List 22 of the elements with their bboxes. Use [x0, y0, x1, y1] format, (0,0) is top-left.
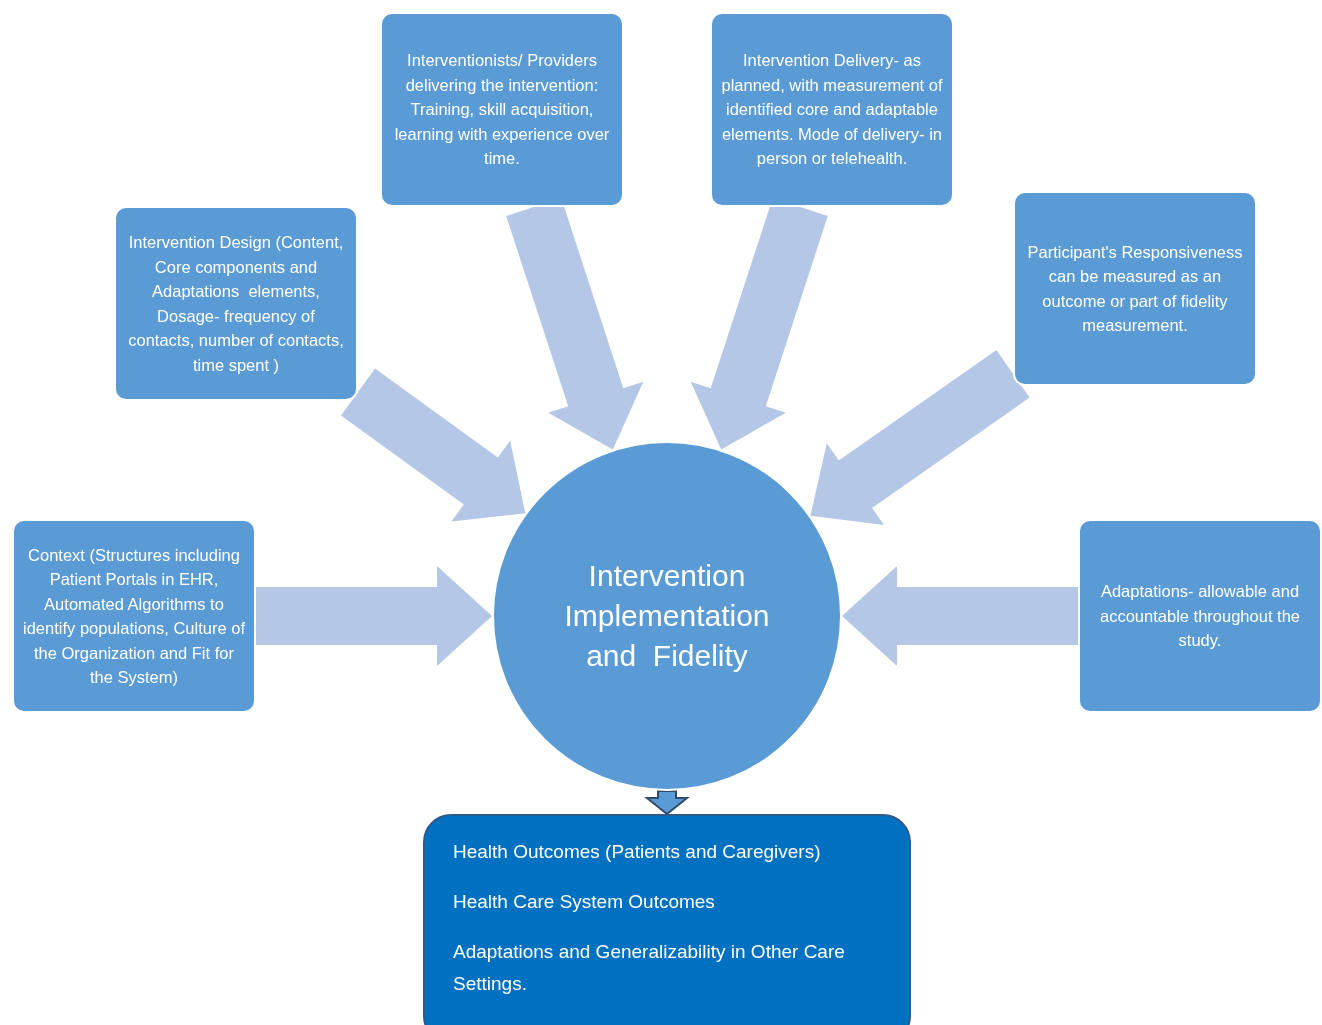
block-arrow [256, 566, 492, 666]
box-text: Participant's Responsiveness can be measured as an outcome or part of fidelity measurement. [1026, 241, 1244, 336]
outcome-text: Health Care System Outcomes [453, 890, 716, 914]
block-arrow [842, 566, 1078, 666]
process-box [380, 12, 624, 207]
block-arrow [644, 790, 690, 816]
process-box [710, 12, 954, 207]
circle-text: Intervention Implementation and Fidelity [563, 558, 771, 674]
box-text: Context (Structures including Patient Portals in EHR, Automated Algorithms to identify populations, Culture of the Organization and Fit for the System) [22, 544, 246, 688]
process-box [12, 519, 256, 713]
outcome-text: Health Outcomes (Patients and Caregivers) [453, 840, 822, 864]
block-arrow [341, 368, 526, 522]
box-text: Interventionists/ Providers delivering the intervention: Training, skill acquisition, learning with experience over time. [393, 50, 611, 170]
process-box [114, 206, 358, 401]
box-text: Adaptations- allowable and accountable throughout the study. [1099, 581, 1301, 652]
process-box [1078, 519, 1322, 713]
box-text: Intervention Delivery- as planned, with measurement of identified core and adaptable elements. Mode of delivery- in person or telehealth. [720, 50, 944, 170]
outcome-box [423, 814, 911, 1025]
process-box [1013, 191, 1257, 386]
box-text: Intervention Design (Content, Core components and Adaptations elements, Dosage- frequency of contacts, number of contacts, time spent ) [127, 232, 345, 376]
block-arrow [810, 350, 1030, 526]
outcome-text: Adaptations and Generalizability in Other Care Settings. [453, 940, 846, 996]
